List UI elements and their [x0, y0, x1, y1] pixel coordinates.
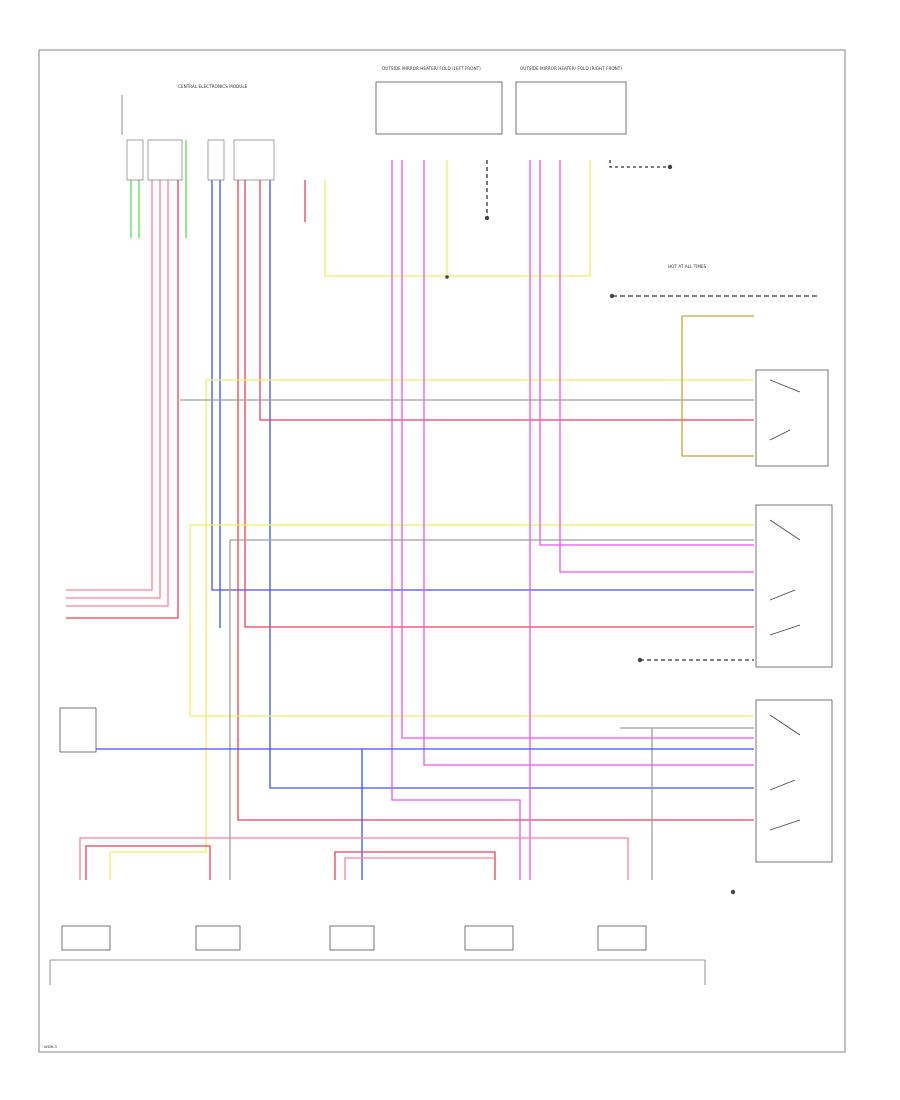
wire-red-1: [66, 140, 179, 619]
wire-magenta-5: [539, 160, 754, 546]
rear-module-edges: [49, 960, 706, 985]
window-switch-right-rear-contacts: [769, 714, 801, 831]
wire-olive-1: [681, 315, 754, 457]
wire-red-3: [259, 140, 754, 421]
wire-pink-bottom-2: [344, 857, 495, 880]
hot-at-all-times-label: HOT AT ALL TIMES: [668, 264, 707, 269]
central-module-label: CENTRAL ELECTRONICS MODULE: [178, 84, 248, 89]
wire-red-4: [237, 140, 754, 821]
wire-red-2: [244, 140, 754, 628]
relay-box-1: [755, 369, 829, 467]
wire-magenta-6: [559, 160, 754, 573]
ground-symbols: [445, 164, 736, 895]
bottom-actuators: [61, 925, 647, 951]
wire-magenta-1: [391, 160, 521, 880]
wire-pink-1: [66, 140, 153, 591]
mirror-module-left: [375, 81, 503, 135]
wire-black-2: [609, 160, 670, 168]
wire-yellow-5: [324, 160, 591, 277]
window-switch-right-front: [755, 504, 833, 668]
wire-blue-3: [269, 140, 754, 789]
window-switch-right-front-contacts: [769, 519, 801, 636]
wire-red-bottom-1: [85, 845, 211, 880]
page-footer: WD6-3: [44, 1044, 57, 1049]
wire-layer: [66, 140, 820, 880]
wire-pink-3: [66, 140, 169, 607]
wire-blue-1: [211, 140, 754, 591]
wire-pink-2: [66, 140, 161, 599]
fuel-flap-module: [59, 707, 97, 753]
mirror-module-right-label: OUTSIDE MIRROR HEATER/ FOLD (RIGHT FRONT…: [520, 66, 622, 71]
wire-pink-bottom-1: [79, 837, 629, 880]
mirror-module-left-label: OUTSIDE MIRROR HEATER/ FOLD (LEFT FRONT): [382, 66, 481, 71]
relay-switch-1: [769, 379, 801, 441]
page-frame: [38, 49, 846, 1053]
window-switch-right-rear: [755, 699, 833, 863]
wire-red-bottom-2: [334, 851, 496, 880]
central-connectors: [126, 139, 275, 181]
wire-magenta-2: [401, 160, 754, 739]
wire-yellow-1: [109, 380, 207, 880]
mirror-module-right: [515, 81, 627, 135]
wire-magenta-3: [423, 160, 754, 766]
wire-yellow-4: [189, 525, 754, 717]
